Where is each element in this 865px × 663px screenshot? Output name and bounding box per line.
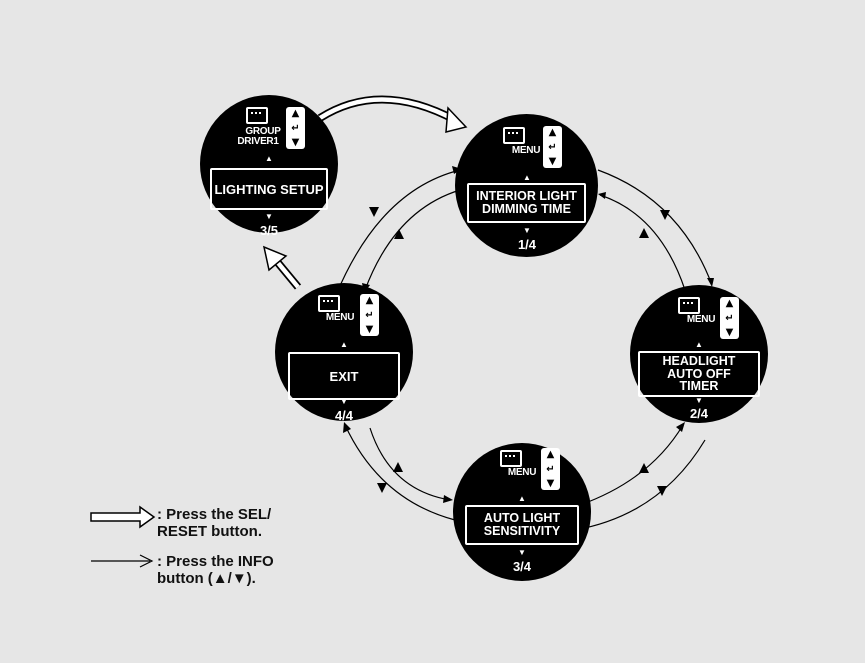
page-indicator: 4/4 — [334, 408, 354, 423]
up-indicator: ▲ — [518, 494, 526, 503]
page-indicator: 3/4 — [512, 559, 532, 574]
arrow-keys-icon: ▲↵▼ — [286, 107, 305, 149]
display-interior-light: ▲↵▼ MENU ▲ INTERIOR LIGHT DIMMING TIME ▼… — [455, 114, 598, 257]
down-indicator: ▼ — [695, 396, 703, 405]
display-lighting-setup: ▲↵▼ GROUP DRIVER1 ▲ LIGHTING SETUP ▼ 3/5 — [200, 95, 338, 238]
arrow-keys-icon: ▲↵▼ — [543, 126, 562, 168]
screen-icon — [500, 450, 522, 467]
sel-arrow-exit-to-group — [262, 245, 288, 272]
screen-icon — [246, 107, 268, 124]
page-indicator: 1/4 — [517, 237, 537, 252]
menu-label: MENU — [325, 312, 355, 323]
menu-label: MENU — [511, 145, 541, 156]
legend-info: : Press the INFO button (▲/▼). — [157, 553, 274, 587]
page-indicator: 3/5 — [259, 223, 279, 238]
menu-label: MENU — [686, 314, 716, 325]
menu-label: MENU — [507, 467, 537, 478]
down-marker — [660, 210, 670, 220]
menu-item-box: AUTO LIGHT SENSITIVITY — [465, 505, 579, 545]
driver-label: DRIVER1 — [237, 136, 279, 147]
up-indicator: ▲ — [695, 340, 703, 349]
down-marker — [369, 207, 379, 217]
down-indicator: ▼ — [265, 212, 273, 221]
down-marker — [377, 483, 387, 493]
up-indicator: ▲ — [340, 340, 348, 349]
up-indicator: ▲ — [265, 154, 273, 163]
legend-sel-reset: : Press the SEL/ RESET button. — [157, 506, 272, 540]
down-indicator: ▼ — [518, 548, 526, 557]
arrow-keys-icon: ▲↵▼ — [541, 448, 560, 490]
screen-icon — [678, 297, 700, 314]
legend-hollow-arrow — [90, 505, 156, 529]
up-marker — [393, 462, 403, 472]
down-indicator: ▼ — [523, 226, 531, 235]
screen-icon — [503, 127, 525, 144]
display-auto-light: ▲↵▼ MENU ▲ AUTO LIGHT SENSITIVITY ▼ 3/4 — [453, 443, 591, 581]
arrow-keys-icon: ▲↵▼ — [720, 297, 739, 339]
up-marker — [639, 463, 649, 473]
arrow-keys-icon: ▲↵▼ — [360, 294, 379, 336]
menu-item-box: INTERIOR LIGHT DIMMING TIME — [467, 183, 586, 223]
down-marker — [657, 486, 667, 496]
screen-icon — [318, 295, 340, 312]
menu-item-box: EXIT — [288, 352, 400, 400]
group-label: GROUP — [245, 126, 281, 137]
down-indicator: ▼ — [340, 397, 348, 406]
page-indicator: 2/4 — [689, 406, 709, 421]
display-headlight: ▲↵▼ MENU ▲ HEADLIGHT AUTO OFF TIMER ▼ 2/… — [630, 285, 768, 423]
up-marker — [394, 229, 404, 239]
up-indicator: ▲ — [523, 173, 531, 182]
up-marker — [639, 228, 649, 238]
display-exit: ▲↵▼ MENU ▲ EXIT ▼ 4/4 — [275, 283, 413, 423]
menu-item-box: LIGHTING SETUP — [210, 168, 328, 210]
menu-item-box: HEADLIGHT AUTO OFF TIMER — [638, 351, 760, 397]
